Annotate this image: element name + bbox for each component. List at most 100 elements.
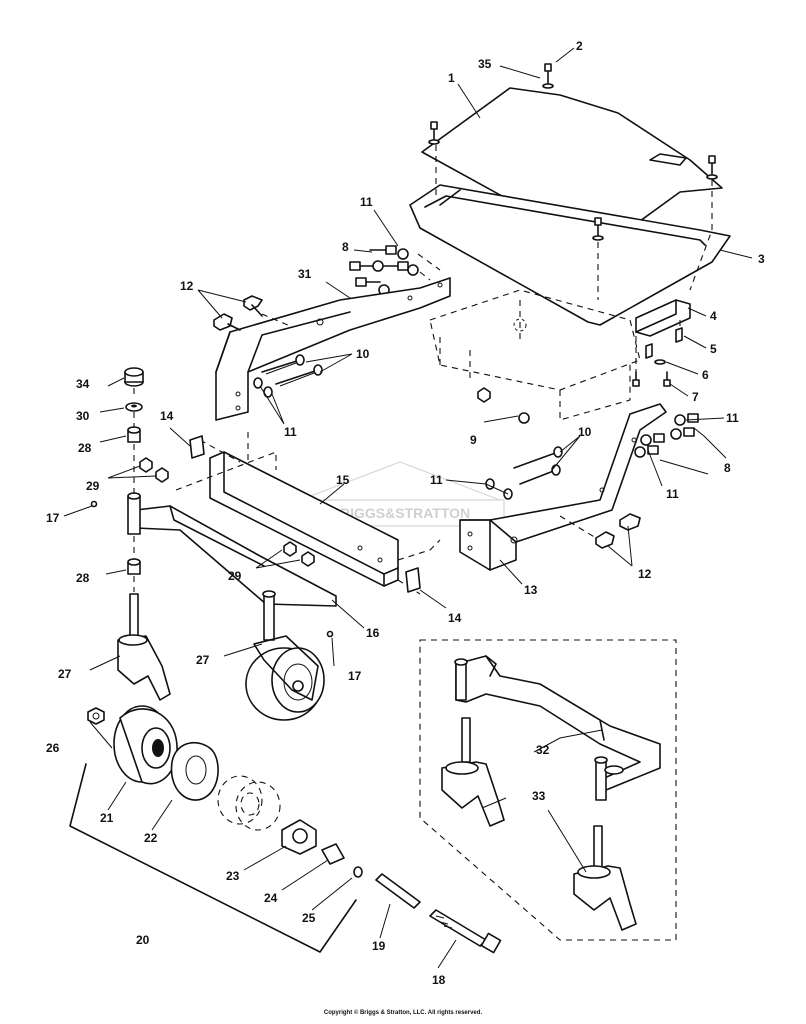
- callout-12-left: 12: [180, 279, 194, 293]
- spacer-25: [353, 866, 363, 878]
- bolt-top: [542, 63, 554, 89]
- copyright-notice: Copyright © Briggs & Stratton, LLC. All …: [323, 1010, 483, 1016]
- bolts-right: [634, 413, 699, 458]
- washer-6: [654, 359, 666, 365]
- knob-left-1: [243, 295, 263, 317]
- bumper-34: [124, 367, 144, 387]
- callout-32: 32: [536, 743, 550, 757]
- nut-9: [477, 387, 530, 424]
- screw-7: [632, 371, 671, 387]
- nuts-29-top: [139, 457, 169, 483]
- callout-24: 24: [264, 891, 278, 905]
- axle-sleeve-19: [375, 873, 421, 909]
- bearing-24: [321, 843, 345, 865]
- nuts-29-bottom: [283, 541, 315, 567]
- callout-8-left: 8: [342, 240, 349, 254]
- callout-21: 21: [100, 811, 114, 825]
- washer-30: [125, 402, 143, 412]
- inset-axle-assembly: [454, 655, 661, 801]
- callout-27-right: 27: [196, 653, 210, 667]
- callout-29-top: 29: [86, 479, 100, 493]
- knob-right-2: [595, 531, 615, 549]
- bushing-28-bottom: [127, 558, 141, 575]
- callout-15: 15: [336, 473, 350, 487]
- callout-16: 16: [366, 626, 380, 640]
- washers-left: [253, 377, 273, 398]
- callout-2: 2: [576, 39, 583, 53]
- callout-9: 9: [470, 433, 477, 447]
- hub-23: [281, 819, 317, 855]
- callout-11-left: 11: [284, 425, 297, 439]
- callout-13: 13: [524, 583, 538, 597]
- callout-11-top: 11: [360, 195, 373, 209]
- assembly-bracket-20: [69, 763, 357, 953]
- callout-27-left: 27: [58, 667, 72, 681]
- bolt-left: [428, 121, 440, 145]
- callout-23: 23: [226, 869, 240, 883]
- bolt-front: [592, 217, 604, 241]
- callout-35: 35: [478, 57, 492, 71]
- bolt-long-left: [261, 354, 323, 387]
- inset-caster-fork-1: [441, 717, 505, 827]
- callout-1: 1: [448, 71, 455, 85]
- callout-6: 6: [702, 368, 709, 382]
- seat-base-tray: [409, 184, 731, 326]
- callout-28-bottom: 28: [76, 571, 90, 585]
- bolt-long-right: [485, 446, 563, 500]
- caster-fork-left: [117, 593, 171, 701]
- callout-labels: 1 2 35 3 4 5 6 7 8 8 9 10 10 11 11 11 11…: [46, 39, 765, 987]
- callout-18: 18: [432, 973, 446, 987]
- inner-tube-22: [170, 741, 219, 801]
- grease-fitting-17-left: [90, 500, 98, 508]
- seat-rail-right: [459, 403, 667, 571]
- callout-25: 25: [302, 911, 316, 925]
- rim-halves: [217, 775, 281, 831]
- callout-10-right: 10: [578, 425, 592, 439]
- seat-rail-left: [215, 277, 451, 421]
- inset-caster-fork-2: [573, 825, 637, 931]
- callout-20: 20: [136, 933, 150, 947]
- callout-8-right: 8: [724, 461, 731, 475]
- tire-21: [113, 705, 178, 785]
- callout-3: 3: [758, 252, 765, 266]
- callout-34: 34: [76, 377, 90, 391]
- caster-post-right: [262, 590, 276, 641]
- knob-left-2: [213, 313, 241, 331]
- spacer-14-left: [189, 435, 205, 459]
- callout-14-left: 14: [160, 409, 174, 423]
- callout-30: 30: [76, 409, 90, 423]
- callout-10-left: 10: [356, 347, 370, 361]
- callout-29-bottom: 29: [228, 569, 242, 583]
- callout-28-top: 28: [78, 441, 92, 455]
- hinge-bracket: [635, 299, 691, 337]
- leader-lines: [63, 47, 753, 969]
- callout-4: 4: [710, 309, 717, 323]
- callout-7: 7: [692, 390, 699, 404]
- callout-11-right-bottom: 11: [666, 487, 679, 501]
- knob-right-1: [619, 513, 641, 531]
- pivot-post-left: [127, 492, 141, 535]
- chassis-outline: [429, 289, 641, 421]
- bushing-28-top: [127, 426, 141, 443]
- callout-12-right: 12: [638, 567, 652, 581]
- spacer-14-right: [405, 567, 421, 593]
- grease-fitting-17-right: [326, 630, 334, 638]
- axle-bolt-18: [429, 909, 502, 954]
- callout-22: 22: [144, 831, 158, 845]
- callout-14-right: 14: [448, 611, 462, 625]
- callout-17-right: 17: [348, 669, 362, 683]
- callout-33: 33: [532, 789, 546, 803]
- callout-11-right-top: 11: [726, 411, 739, 425]
- callout-17-left: 17: [46, 511, 60, 525]
- callout-5: 5: [710, 342, 717, 356]
- front-axle-arm: [135, 505, 337, 607]
- inset-box: [419, 639, 677, 941]
- callout-31: 31: [298, 267, 312, 281]
- bolt-right: [706, 155, 718, 180]
- nut-26: [87, 707, 105, 725]
- callout-11-mid: 11: [430, 473, 443, 487]
- bolts-left-upper: [349, 245, 419, 296]
- caster-wheel-right: [245, 635, 325, 721]
- callout-26: 26: [46, 741, 60, 755]
